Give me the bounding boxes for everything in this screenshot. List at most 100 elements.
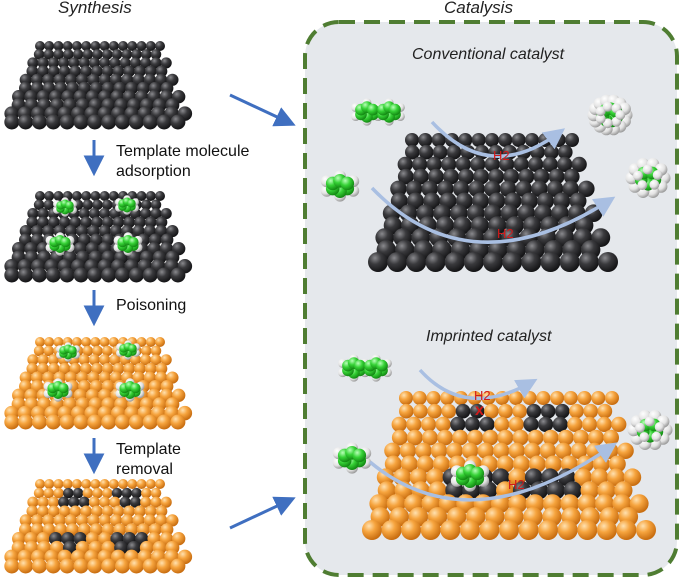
atom [368,252,388,272]
atom [108,337,119,347]
atom [58,496,70,508]
atom [53,337,64,347]
atom [557,520,578,540]
atom [150,345,162,357]
atom [144,505,157,518]
atom [155,65,168,78]
atom [27,208,39,220]
atom [136,191,147,201]
atom [479,520,500,540]
atom [583,403,598,419]
atom [588,429,604,446]
atom [73,414,89,430]
atom [131,487,142,499]
atom [536,391,551,405]
atom [118,41,129,51]
atom [81,191,92,201]
h2-label: H2 [508,477,525,492]
atom [129,496,142,508]
atom [391,416,407,432]
atom [30,224,44,238]
atom [35,337,45,347]
atom [88,496,100,508]
atom [539,442,557,459]
atom [567,416,583,432]
atom [524,442,541,459]
atom [81,337,92,347]
atom [570,442,588,459]
atom [43,345,55,357]
atom [44,337,55,347]
atom [90,479,101,489]
atom [432,144,448,160]
carbon-atom [376,359,388,372]
carbon-atom [389,103,401,116]
atom [37,208,49,220]
atom [108,41,119,51]
atom [37,496,49,508]
atom [59,414,75,430]
atom [400,455,418,473]
hydrogen-atom [637,180,648,191]
atom [82,487,94,499]
atom [155,514,168,527]
atom [90,191,101,201]
atom [416,455,434,473]
atom [170,114,186,130]
atom [73,114,89,130]
catalysis-header: Catalysis [444,0,513,17]
atom [18,114,34,130]
atom [412,168,429,185]
hydrogen-atom [652,170,663,180]
atom [4,414,20,430]
atom [397,168,414,185]
atom [155,41,165,51]
atom [109,496,121,508]
atom [412,391,427,405]
atom [420,416,437,432]
atom [92,345,103,357]
atom [47,362,60,375]
atom [463,252,484,272]
atom [623,468,642,487]
atom [82,49,94,60]
atom [58,57,70,69]
atom [482,429,499,446]
atom [141,49,152,60]
atom [559,252,580,272]
atom [479,416,495,432]
carbon-atom [65,201,74,210]
benzene-molecule [116,340,140,360]
atom [459,520,480,540]
benzene-molecule [53,197,77,217]
atom [557,156,573,172]
hydrogen-atom [644,416,655,427]
atom [496,455,514,473]
atom [565,133,579,147]
step-template-adsorption: Template molecule adsorption [116,142,249,182]
atom [458,133,473,147]
hydrogen-atom [654,422,665,432]
atom [87,267,103,283]
atom [115,114,130,130]
carbon-atom [58,383,69,394]
benzene-molecule [56,342,80,362]
atom [47,354,59,366]
atom [150,199,162,211]
atom [72,487,84,499]
atom [170,267,186,283]
atom [37,505,49,518]
carbon-atom [470,466,485,481]
atom [101,414,117,430]
atom [88,354,100,366]
atom [142,414,158,430]
synthesis-header: Synthesis [58,0,132,17]
atom [418,144,434,160]
atom [444,252,465,272]
atom [406,429,423,446]
atom [155,479,165,489]
atom [406,416,422,432]
hydrogen-atom [639,432,650,443]
atom [562,180,579,197]
